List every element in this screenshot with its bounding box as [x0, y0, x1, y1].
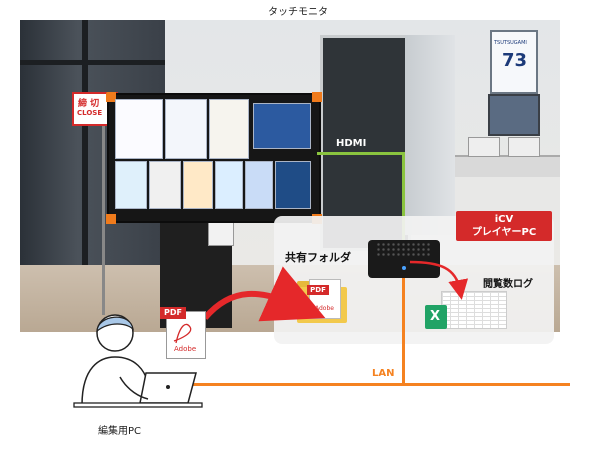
screen-tile: [115, 161, 147, 209]
laptop-logo: [166, 385, 170, 389]
pdf-file-icon: PDF Adobe: [160, 307, 206, 359]
jersey-number: 73: [502, 50, 528, 71]
shared-folder-label: 共有フォルダ: [285, 251, 351, 264]
glass-partition: [405, 35, 455, 235]
lan-label: LAN: [372, 368, 395, 379]
screen-tile: [245, 161, 273, 209]
person-body: [81, 356, 151, 406]
monitor-corner: [106, 92, 116, 102]
icv-label-line1: iCV: [494, 214, 514, 225]
touch-monitor: [106, 92, 322, 224]
screen-tile: [149, 161, 181, 209]
excel-letter: X: [430, 309, 441, 324]
framed-photo: [488, 94, 540, 136]
icv-label-line2: プレイヤーPC: [471, 227, 537, 238]
editor-person-illustration: [73, 314, 203, 408]
editing-pc-label: 編集用PC: [98, 426, 142, 437]
hdmi-line-vertical: [402, 152, 405, 242]
closed-sign-sub: CLOSE: [77, 109, 103, 117]
screen-tile: [275, 161, 311, 209]
diagram-title: タッチモニタ: [268, 7, 328, 18]
screen-tile: [209, 99, 249, 159]
lan-line-horizontal: [190, 383, 570, 386]
excel-icon: X: [425, 305, 447, 329]
icv-player-label: iCV プレイヤーPC: [456, 211, 552, 241]
door-frame-bar: [82, 20, 88, 332]
microwave: [508, 137, 540, 157]
player-pc-device: [368, 240, 440, 278]
framed-jersey: TSUTSUGAMI 73: [490, 30, 538, 94]
screen-tile: [215, 161, 243, 209]
hdmi-line-horizontal: [317, 152, 404, 155]
spreadsheet-icon: X: [425, 291, 507, 331]
pdf-brand: Adobe: [174, 345, 197, 353]
sign-stand: [102, 115, 105, 315]
monitor-corner: [312, 92, 322, 102]
person-arm: [119, 376, 149, 400]
power-led: [402, 266, 406, 270]
player-to-log-curve: [409, 260, 469, 300]
door-frame-bar: [20, 60, 165, 65]
screen-tile: [183, 161, 213, 209]
pdf-to-folder-curve: [202, 266, 326, 322]
lan-line-vertical: [402, 278, 405, 385]
closed-sign-text: 締 切: [78, 99, 100, 109]
screen-tile: [253, 103, 311, 149]
screen-tile: [165, 99, 207, 159]
hdmi-label: HDMI: [336, 138, 367, 149]
vent-grid: [376, 242, 432, 256]
counter: [455, 155, 560, 177]
monitor-corner: [106, 214, 116, 224]
screen-tile: [115, 99, 163, 159]
pdf-badge: PDF: [160, 307, 186, 319]
jersey-name: TSUTSUGAMI: [494, 40, 527, 46]
person-hair: [96, 316, 134, 333]
microwave: [468, 137, 500, 157]
view-log-label: 閲覧数ログ: [483, 279, 533, 290]
laptop-base: [73, 402, 203, 408]
